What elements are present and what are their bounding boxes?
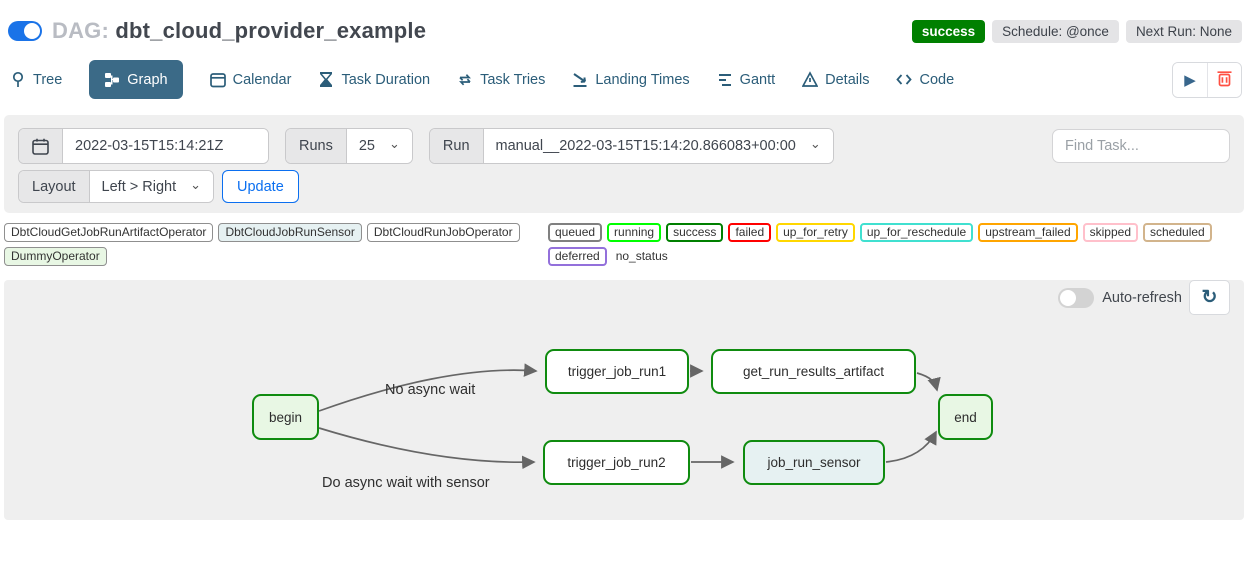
tab-label: Code xyxy=(919,71,955,88)
tab-landing-times[interactable]: Landing Times xyxy=(572,71,690,88)
tab-gantt[interactable]: Gantt xyxy=(717,71,775,88)
status-badge-skipped: skipped xyxy=(1082,223,1138,242)
tab-label: Tree xyxy=(33,71,63,88)
base-date-input[interactable] xyxy=(63,129,268,163)
run-label: Run xyxy=(429,129,484,163)
chevron-down-icon: ⌄ xyxy=(190,176,202,192)
status-badge-queued: queued xyxy=(548,223,603,242)
operator-badge: DbtCloudJobRunSensor xyxy=(218,223,362,242)
task-node-trigger_job_run2[interactable]: trigger_job_run2 xyxy=(543,440,690,485)
dag-actions-group: ▶ xyxy=(1172,61,1242,98)
status-badge-up_for_reschedule: up_for_reschedule xyxy=(859,223,974,242)
next-run-badge: Next Run: None xyxy=(1125,19,1242,43)
dag-header: DAG: dbt_cloud_provider_example success … xyxy=(0,0,1248,54)
status-badge-scheduled: scheduled xyxy=(1143,223,1212,242)
operator-badge: DbtCloudGetJobRunArtifactOperator xyxy=(4,223,214,242)
dag-name: dbt_cloud_provider_example xyxy=(115,18,427,43)
details-icon xyxy=(802,71,819,88)
tree-icon xyxy=(10,71,26,88)
base-date-group xyxy=(18,128,269,164)
edge-label: Do async wait with sensor xyxy=(322,475,490,491)
refresh-icon: ↻ xyxy=(1201,287,1218,308)
tab-label: Graph xyxy=(127,71,168,88)
status-badge-upstream_failed: upstream_failed xyxy=(978,223,1078,242)
edge-begin-run1 xyxy=(318,363,538,412)
operator-badge: DbtCloudRunJobOperator xyxy=(366,223,520,242)
status-badge-up_for_retry: up_for_retry xyxy=(776,223,855,242)
tab-label: Details xyxy=(825,71,870,88)
tab-label: Calendar xyxy=(232,71,292,88)
calendar-icon xyxy=(209,71,226,88)
dag-pause-toggle[interactable] xyxy=(8,21,42,41)
tab-graph[interactable]: Graph xyxy=(89,60,183,99)
tab-details[interactable]: Details xyxy=(802,71,869,88)
runs-select[interactable]: 25⌄ xyxy=(346,129,412,163)
gantt-icon xyxy=(717,71,733,88)
tab-task-duration[interactable]: Task Duration xyxy=(318,71,430,88)
refresh-button[interactable]: ↻ xyxy=(1189,280,1230,315)
dag-edges xyxy=(318,363,941,470)
hourglass-icon xyxy=(318,71,334,88)
task-node-get_run_results_artifact[interactable]: get_run_results_artifact xyxy=(711,349,916,394)
layout-label: Layout xyxy=(19,171,90,202)
edge-sensor-end xyxy=(885,430,937,463)
tab-label: Task Tries xyxy=(480,71,546,88)
play-icon: ▶ xyxy=(1184,71,1196,89)
delete-dag-button[interactable] xyxy=(1207,62,1241,97)
run-select[interactable]: manual__2022-03-15T15:14:20.866083+00:00… xyxy=(483,129,833,163)
graph-icon xyxy=(104,71,120,88)
runs-label: Runs xyxy=(286,129,347,163)
tab-task-tries[interactable]: Task Tries xyxy=(457,71,545,88)
view-tabbar: Tree Graph Calendar Task Duration Task Tries… xyxy=(0,54,1248,109)
find-task-input[interactable] xyxy=(1052,129,1230,163)
status-badge-failed: failed xyxy=(728,223,772,242)
status-badge-success: success xyxy=(666,223,724,242)
filter-panel: Runs 25⌄ Run manual__2022-03-15T15:14:20… xyxy=(4,115,1244,213)
tab-label: Landing Times xyxy=(595,71,690,88)
status-badge: success xyxy=(911,19,986,43)
edge-artifact-end xyxy=(916,372,941,392)
task-node-job_run_sensor[interactable]: job_run_sensor xyxy=(743,440,885,485)
repeat-icon xyxy=(457,71,473,88)
code-icon xyxy=(896,71,913,88)
status-badge-deferred: deferred xyxy=(548,247,607,266)
layout-group: Layout Left > Right⌄ xyxy=(18,170,215,203)
schedule-badge: Schedule: @once xyxy=(992,19,1119,43)
runs-group: Runs 25⌄ xyxy=(285,128,413,164)
dag-prefix-label: DAG: xyxy=(52,18,110,43)
status-badge-no-status: no_status xyxy=(615,249,668,263)
status-badge-running: running xyxy=(607,223,662,242)
page-title: DAG: dbt_cloud_provider_example xyxy=(52,18,426,44)
landing-icon xyxy=(572,71,588,88)
graph-canvas: Auto-refresh ↻ begin trigger_job_run1 get_… xyxy=(4,280,1244,520)
trash-icon xyxy=(1217,70,1232,90)
calendar-icon xyxy=(19,129,63,163)
update-button[interactable]: Update xyxy=(222,170,299,203)
task-node-end[interactable]: end xyxy=(938,394,993,440)
task-node-begin[interactable]: begin xyxy=(252,394,319,440)
layout-select[interactable]: Left > Right⌄ xyxy=(89,171,214,202)
task-node-trigger_job_run1[interactable]: trigger_job_run1 xyxy=(545,349,689,394)
tab-label: Task Duration xyxy=(341,71,431,88)
trigger-dag-button[interactable]: ▶ xyxy=(1173,62,1207,97)
auto-refresh-label: Auto-refresh xyxy=(1102,290,1182,306)
operator-badge: DummyOperator xyxy=(4,247,107,266)
tab-label: Gantt xyxy=(739,71,776,88)
auto-refresh-toggle[interactable] xyxy=(1058,288,1095,308)
tab-calendar[interactable]: Calendar xyxy=(209,71,292,88)
tab-tree[interactable]: Tree xyxy=(10,71,62,88)
chevron-down-icon: ⌄ xyxy=(809,136,821,151)
chevron-down-icon: ⌄ xyxy=(389,136,400,151)
run-group: Run manual__2022-03-15T15:14:20.866083+0… xyxy=(428,128,834,164)
tab-code[interactable]: Code xyxy=(896,71,954,88)
edge-begin-run2 xyxy=(318,427,536,470)
edge-label: No async wait xyxy=(385,382,476,398)
